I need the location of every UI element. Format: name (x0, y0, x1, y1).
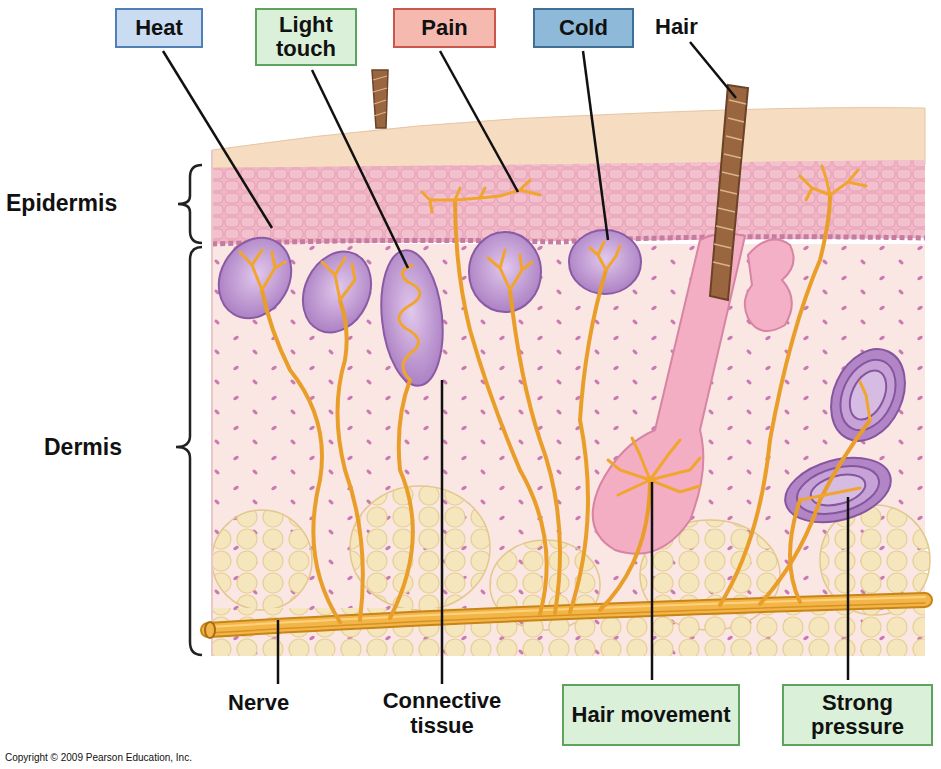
receptor-label-box: Pain (393, 8, 496, 48)
receptor-label-box: Strong pressure (782, 684, 933, 746)
receptor-label: Light touch (262, 13, 350, 61)
receptor-label-box: Light touch (255, 8, 357, 66)
copyright-note: Copyright © 2009 Pearson Education, Inc. (5, 752, 405, 764)
receptor-label-box: Hair movement (562, 684, 740, 746)
receptor-label: Pain (421, 16, 467, 40)
part-label: Hair (655, 14, 735, 39)
receptor-label: Cold (559, 16, 608, 40)
layer-label: Epidermis (6, 190, 181, 216)
receptor-label-box: Heat (115, 8, 203, 48)
part-label: Nerve (228, 690, 328, 715)
receptor-label: Strong pressure (789, 691, 926, 739)
layer-label: Dermis (44, 434, 174, 460)
receptor-label: Heat (135, 16, 183, 40)
receptor-label: Hair movement (572, 703, 731, 727)
receptor-label-box: Cold (533, 8, 634, 48)
part-label: Connective tissue (362, 688, 522, 738)
